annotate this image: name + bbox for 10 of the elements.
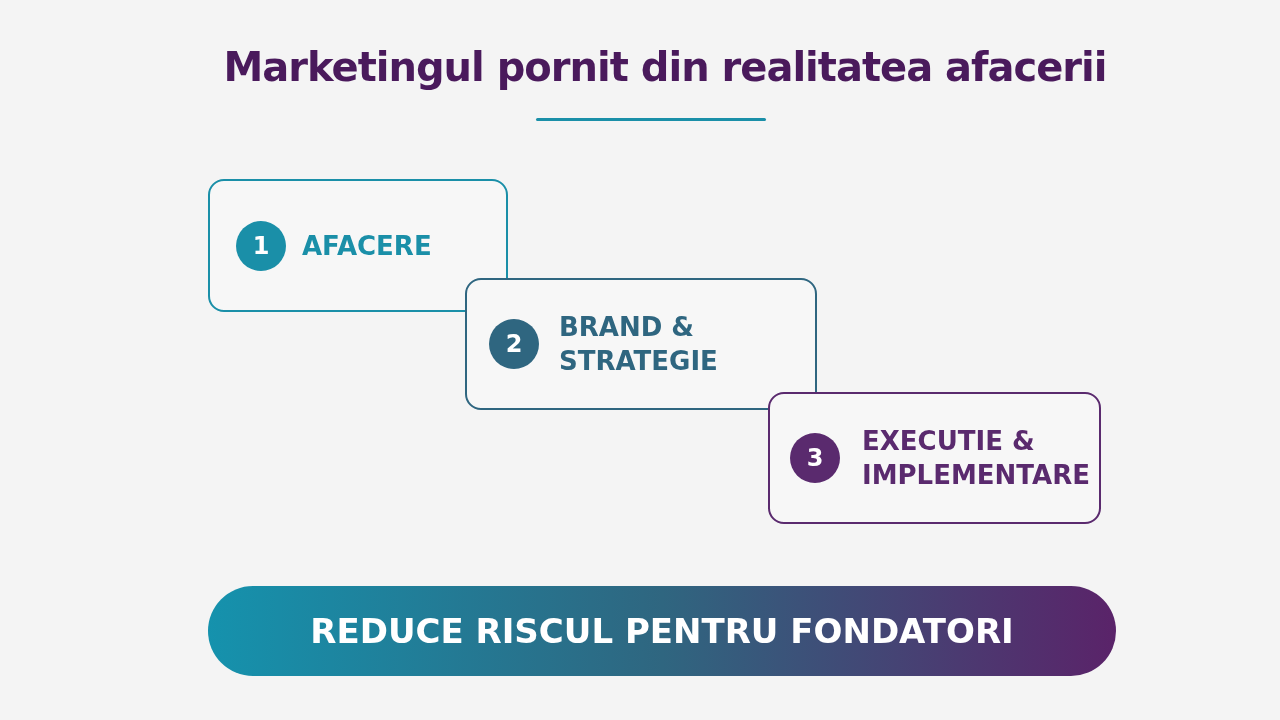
banner-bar: REDUCE RISCUL PENTRU FONDATORI bbox=[208, 586, 1116, 676]
step-label: AFACERE bbox=[302, 230, 433, 263]
step-number: 1 bbox=[236, 221, 286, 271]
step-card bbox=[208, 179, 508, 312]
step-card bbox=[465, 278, 817, 410]
step-number: 2 bbox=[489, 319, 539, 369]
title: Marketingul pornit din realitatea afacerii bbox=[222, 44, 1108, 90]
step-label: BRAND & STRATEGIE bbox=[559, 311, 719, 378]
step-number: 3 bbox=[790, 433, 840, 483]
step-card bbox=[768, 392, 1101, 524]
